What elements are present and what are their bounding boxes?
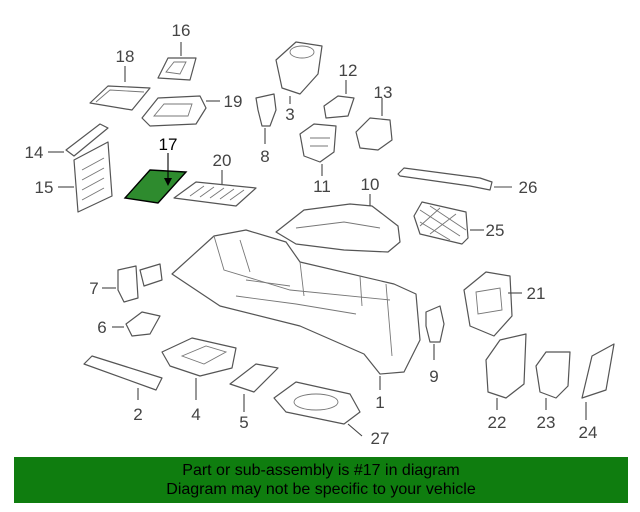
callout-7: 7 (89, 279, 98, 298)
callout-23: 23 (537, 413, 556, 432)
part-23 (535, 351, 571, 410)
part-27 (273, 381, 363, 437)
part-11 (299, 123, 337, 176)
part-19 (141, 95, 220, 127)
part-22 (485, 333, 527, 410)
part-5 (229, 363, 279, 412)
part-24 (581, 343, 615, 420)
parts-diagram: 16 18 19 3 12 13 14 15 17 8 11 20 10 26 … (25, 21, 615, 448)
callout-20: 20 (213, 151, 232, 170)
callout-24: 24 (579, 423, 598, 442)
callout-5: 5 (239, 413, 248, 432)
callout-18: 18 (116, 47, 135, 66)
part-15 (58, 141, 113, 213)
callout-14: 14 (25, 143, 44, 162)
callout-13: 13 (374, 83, 393, 102)
part-25 (413, 201, 484, 245)
callout-4: 4 (191, 405, 200, 424)
part-20 (173, 170, 257, 207)
banner-line-disclaimer: Diagram may not be specific to your vehi… (166, 481, 476, 498)
callout-19: 19 (224, 92, 243, 111)
callout-17: 17 (159, 135, 178, 154)
callout-26: 26 (519, 178, 538, 197)
callout-21: 21 (527, 284, 546, 303)
part-14 (48, 123, 109, 157)
callout-15: 15 (35, 178, 54, 197)
part-3 (275, 41, 323, 104)
part-4 (161, 337, 237, 400)
part-21 (463, 271, 522, 337)
callout-22: 22 (488, 413, 507, 432)
banner-line-part-note: Part or sub-assembly is #17 in diagram (182, 462, 460, 479)
callout-6: 6 (97, 318, 106, 337)
info-banner: Part or sub-assembly is #17 in diagram D… (14, 457, 628, 503)
callout-25: 25 (486, 221, 505, 240)
part-16 (157, 42, 197, 81)
callout-10: 10 (361, 175, 380, 194)
callout-8: 8 (260, 147, 269, 166)
callout-27: 27 (371, 429, 390, 448)
part-7 (102, 263, 163, 303)
part-2 (83, 355, 163, 400)
callout-3: 3 (285, 105, 294, 124)
callout-9: 9 (429, 367, 438, 386)
part-13 (355, 98, 393, 151)
part-6 (112, 311, 161, 337)
part-18 (89, 66, 151, 111)
callout-11: 11 (313, 177, 331, 196)
part-26 (397, 167, 512, 191)
part-1 (171, 229, 421, 390)
callout-16: 16 (172, 21, 191, 40)
part-8 (255, 93, 277, 144)
part-17 (123, 153, 188, 204)
callout-1: 1 (375, 393, 384, 412)
part-12 (323, 80, 355, 119)
part-9 (425, 305, 445, 360)
part-10 (275, 194, 401, 253)
callout-12: 12 (339, 61, 358, 80)
callout-2: 2 (133, 405, 142, 424)
